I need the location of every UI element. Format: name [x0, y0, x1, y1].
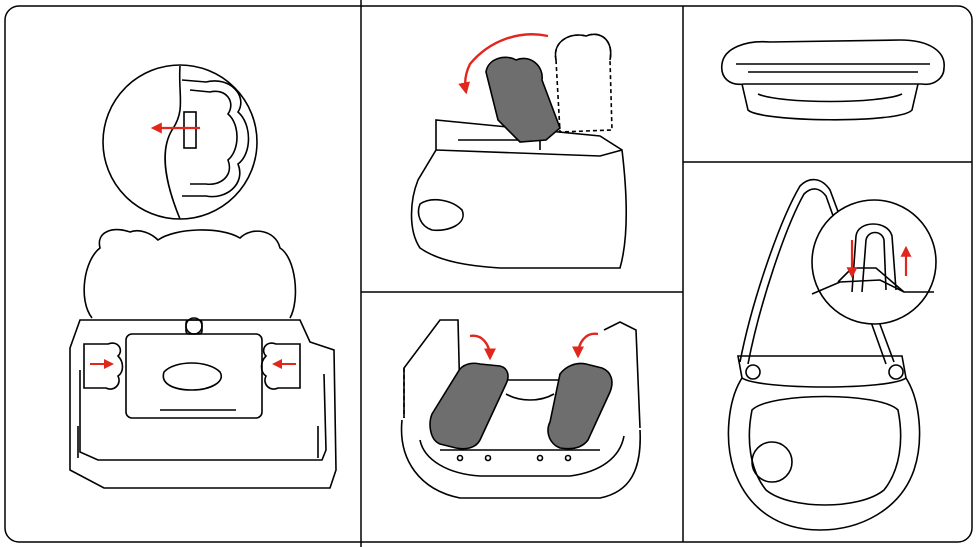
panel-tray — [722, 40, 944, 120]
clip-detail-magnifier — [103, 65, 257, 219]
left-clip — [84, 343, 123, 389]
panel-fold-backrest — [412, 34, 627, 268]
buckle-detail-magnifier — [812, 200, 936, 324]
panel-side-clip — [70, 65, 336, 488]
panel-strap — [728, 180, 936, 530]
backrest-folding — [486, 57, 560, 142]
tray-hanging — [728, 356, 919, 530]
left-pad — [430, 363, 508, 448]
tray-rim — [722, 40, 944, 84]
backrest-upright — [555, 34, 612, 132]
right-clip — [262, 343, 301, 389]
right-pad-arrow — [578, 334, 598, 356]
seat-base — [412, 120, 627, 268]
left-pad-arrow — [470, 336, 490, 358]
right-pad — [548, 363, 612, 448]
booster-seat-back — [70, 230, 336, 488]
panel-fold-armrests — [402, 320, 641, 498]
